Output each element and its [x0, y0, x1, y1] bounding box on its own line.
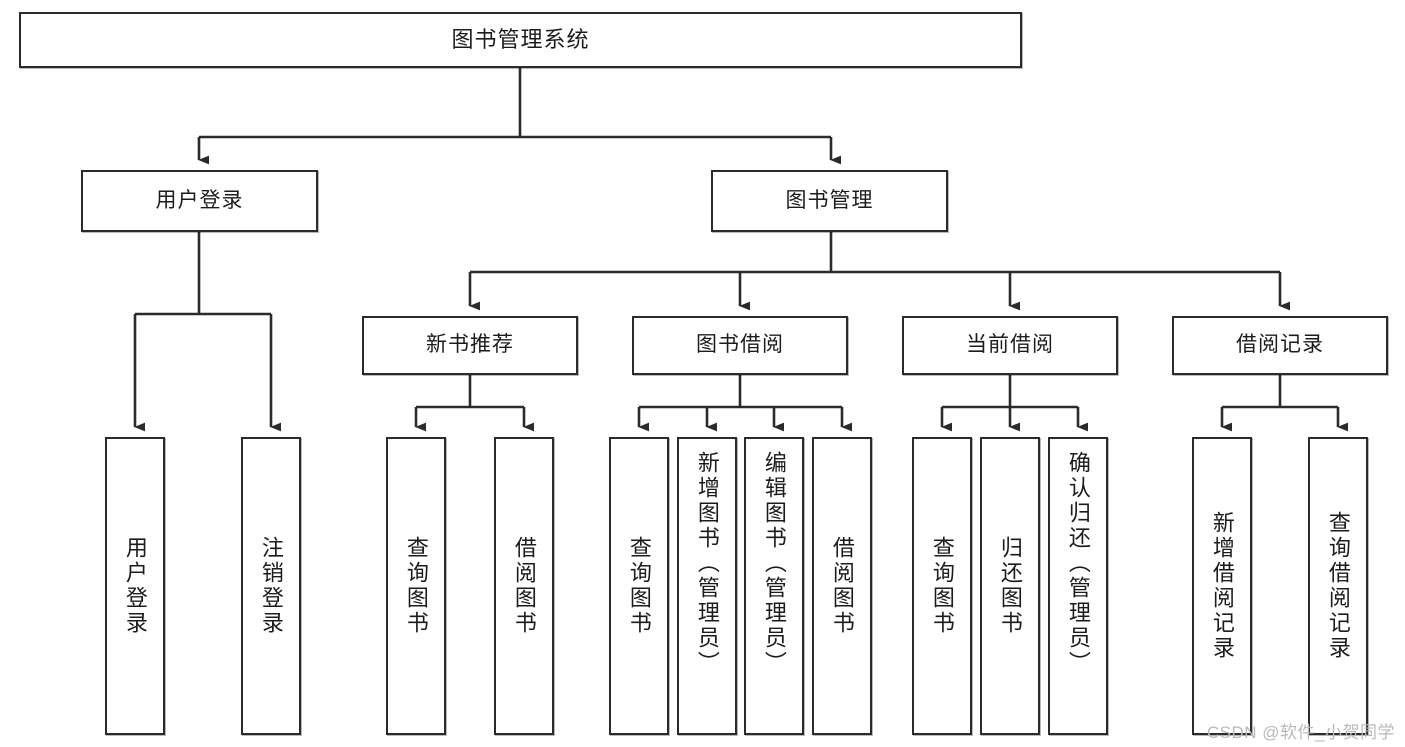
node-label: 注销登录 [258, 536, 284, 636]
node-label: 查询图书 [929, 536, 955, 636]
node-label: 新增图书（管理员） [694, 451, 720, 676]
node-leaf-borrow-books[interactable]: 借阅图书 [812, 437, 872, 735]
node-leaf-newbook-borrow-books[interactable]: 借阅图书 [494, 437, 554, 735]
node-leaf-user-login[interactable]: 用户登录 [105, 437, 165, 735]
node-leaf-newbook-query-books[interactable]: 查询图书 [386, 437, 446, 735]
node-current-borrowing[interactable]: 当前借阅 [902, 316, 1118, 375]
node-label: 查询图书 [626, 536, 652, 636]
node-leaf-confirm-return-admin[interactable]: 确认归还（管理员） [1048, 437, 1108, 735]
node-leaf-borrow-query-books[interactable]: 查询图书 [609, 437, 669, 735]
node-label: 用户登录 [155, 188, 244, 212]
node-borrow-records[interactable]: 借阅记录 [1172, 316, 1388, 375]
node-leaf-current-query-books[interactable]: 查询图书 [912, 437, 972, 735]
node-label: 借阅图书 [511, 536, 537, 636]
node-label: 查询图书 [403, 536, 429, 636]
node-label: 新增借阅记录 [1209, 511, 1235, 661]
node-label: 借阅记录 [1236, 333, 1324, 357]
node-book-management[interactable]: 图书管理 [711, 170, 948, 232]
node-leaf-add-book-admin[interactable]: 新增图书（管理员） [677, 437, 737, 735]
node-label: 编辑图书（管理员） [761, 451, 787, 676]
node-label: 确认归还（管理员） [1065, 451, 1091, 676]
node-label: 归还图书 [997, 536, 1023, 636]
node-label: 图书管理 [785, 188, 874, 212]
node-root-book-management-system[interactable]: 图书管理系统 [19, 12, 1022, 68]
node-label: 用户登录 [122, 536, 148, 636]
node-label: 新书推荐 [426, 333, 514, 357]
node-label: 当前借阅 [966, 333, 1054, 357]
node-leaf-query-borrow-record[interactable]: 查询借阅记录 [1308, 437, 1368, 735]
node-leaf-add-borrow-record[interactable]: 新增借阅记录 [1192, 437, 1252, 735]
node-book-borrowing[interactable]: 图书借阅 [632, 316, 848, 375]
node-new-book-recommendation[interactable]: 新书推荐 [362, 316, 578, 375]
node-label: 图书借阅 [696, 333, 784, 357]
node-user-login[interactable]: 用户登录 [81, 170, 318, 232]
node-leaf-logout[interactable]: 注销登录 [241, 437, 301, 735]
node-label: 查询借阅记录 [1325, 511, 1351, 661]
node-label: 图书管理系统 [451, 27, 590, 53]
node-label: 借阅图书 [829, 536, 855, 636]
node-leaf-return-books[interactable]: 归还图书 [980, 437, 1040, 735]
node-leaf-edit-book-admin[interactable]: 编辑图书（管理员） [744, 437, 804, 735]
